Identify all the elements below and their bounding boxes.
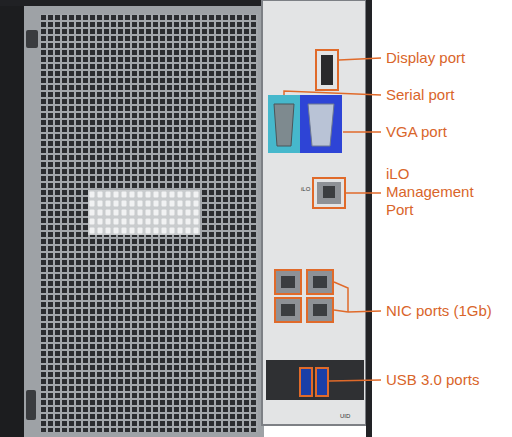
callout-label: VGA port <box>386 123 447 141</box>
callout-label: Serial port <box>386 86 454 104</box>
callout-label: USB 3.0 ports <box>386 371 479 389</box>
panel-marking: UID <box>340 413 350 420</box>
callout-label: NIC ports (1Gb) <box>386 302 492 320</box>
callout-label: iLO Management Port <box>386 165 491 219</box>
callout-label: Display port <box>386 49 465 67</box>
panel-marking: iLO <box>301 186 310 193</box>
